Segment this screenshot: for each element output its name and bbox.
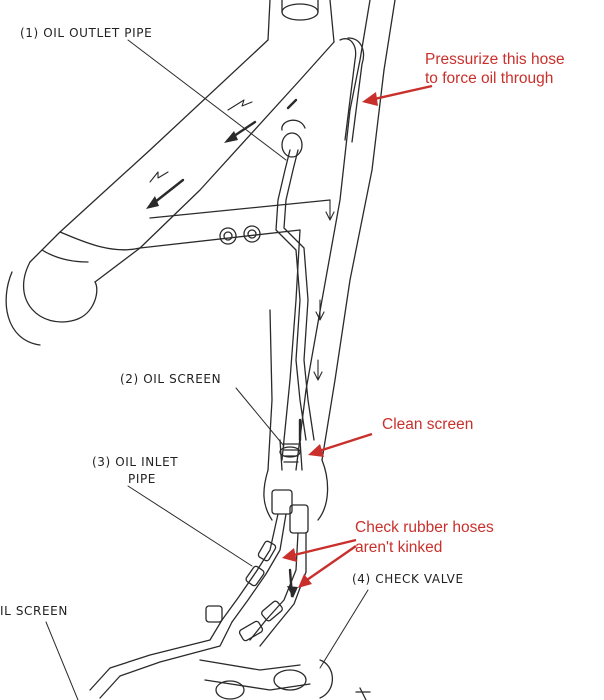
- oil-screen-assembly: [271, 439, 309, 534]
- pressure-hose: [339, 37, 365, 143]
- steering-head: [267, 0, 335, 43]
- top-frame-tube: [29, 0, 396, 283]
- oil-outlet-pipe: [275, 119, 315, 441]
- label-oil-screen-cut: IL SCREEN: [0, 604, 68, 618]
- rear-frame-curve: [5, 231, 141, 346]
- note-clean-screen: Clean screen: [382, 416, 474, 433]
- label-check-valve: (4) CHECK VALVE: [352, 572, 464, 586]
- outline-arrows: [149, 99, 335, 381]
- note-pressurize-2: to force oil through: [425, 70, 554, 87]
- label-oil-inlet-pipe-2: PIPE: [128, 472, 156, 486]
- label-oil-inlet-pipe-1: (3) OIL INLET: [92, 455, 179, 469]
- note-pressurize-1: Pressurize this hose: [425, 51, 565, 68]
- label-leaders: [45, 39, 369, 700]
- label-oil-outlet-pipe: (1) OIL OUTLET PIPE: [20, 26, 153, 40]
- cross-brace: [139, 199, 331, 249]
- note-check-hoses-1: Check rubber hoses: [355, 519, 494, 536]
- oil-inlet-pipe: [221, 513, 307, 647]
- down-tube: [263, 69, 385, 521]
- check-valve-assembly: [89, 605, 371, 700]
- label-oil-screen: (2) OIL SCREEN: [120, 372, 222, 386]
- note-check-hoses-2: aren't kinked: [355, 539, 443, 556]
- flow-arrow-heads: [146, 131, 298, 598]
